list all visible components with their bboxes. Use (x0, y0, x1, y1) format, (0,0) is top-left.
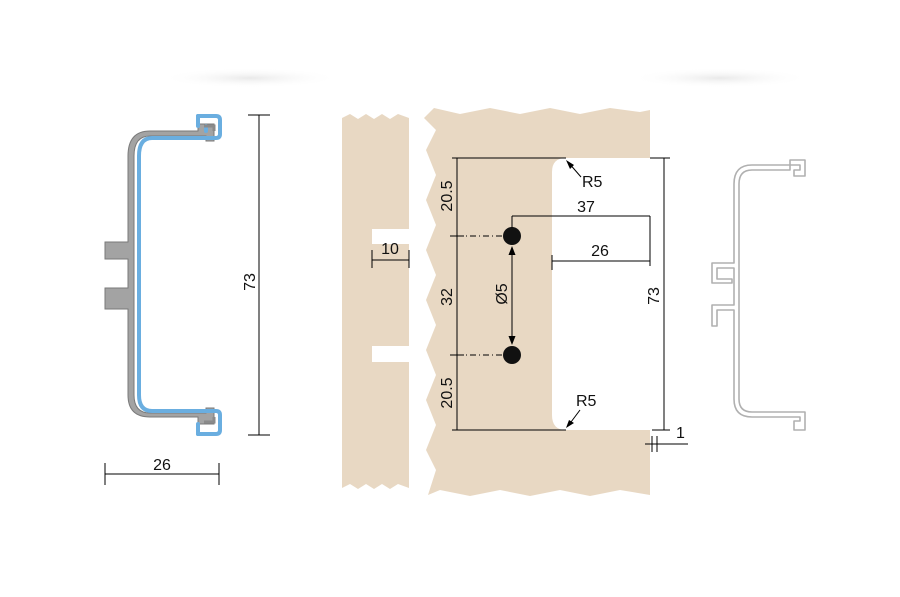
shadow-right (630, 68, 810, 88)
left-profile (104, 114, 222, 436)
left-height-dimension: 73 (242, 114, 270, 436)
bottom-offset-label: 20.5 (439, 377, 456, 408)
handle-profile-outline-icon (711, 159, 806, 431)
cutout-height-dimension: 73 (646, 157, 670, 431)
left-width-label: 26 (153, 457, 171, 474)
hole-depth-label: 37 (577, 199, 595, 216)
upper-hole (503, 227, 521, 245)
wood-panel-left (342, 114, 409, 489)
hole-depth-dimension: 37 (511, 199, 650, 228)
profile-body (104, 123, 215, 425)
top-offset-label: 20.5 (439, 180, 456, 211)
radius-bottom-label: R5 (576, 393, 597, 410)
radius-top-label: R5 (582, 174, 603, 191)
cutout-height-label: 73 (646, 287, 663, 305)
left-height-label: 73 (242, 273, 259, 291)
profile-highlight (137, 114, 222, 436)
wood-panel-right (424, 108, 650, 496)
radius-bottom-callout: R5 (566, 393, 597, 428)
groove-width-label: 10 (381, 241, 399, 258)
groove-width-dimension: 10 (371, 241, 410, 268)
vertical-chain-dimension: 20.5 32 20.5 (439, 158, 464, 430)
cutout-depth-dimension: 26 (551, 243, 650, 270)
cutout-depth-label: 26 (591, 243, 609, 260)
lower-hole (503, 346, 521, 364)
left-width-dimension: 26 (104, 457, 220, 485)
hole-spacing-label: 32 (439, 288, 456, 306)
clearance-dimension: 1 (645, 425, 688, 452)
radius-top-callout: R5 (566, 160, 603, 191)
clearance-label: 1 (676, 425, 685, 442)
hole-diameter-label: Ø5 (494, 283, 511, 304)
hole-diameter-dimension: Ø5 (494, 246, 516, 345)
shadow-left (160, 68, 340, 88)
